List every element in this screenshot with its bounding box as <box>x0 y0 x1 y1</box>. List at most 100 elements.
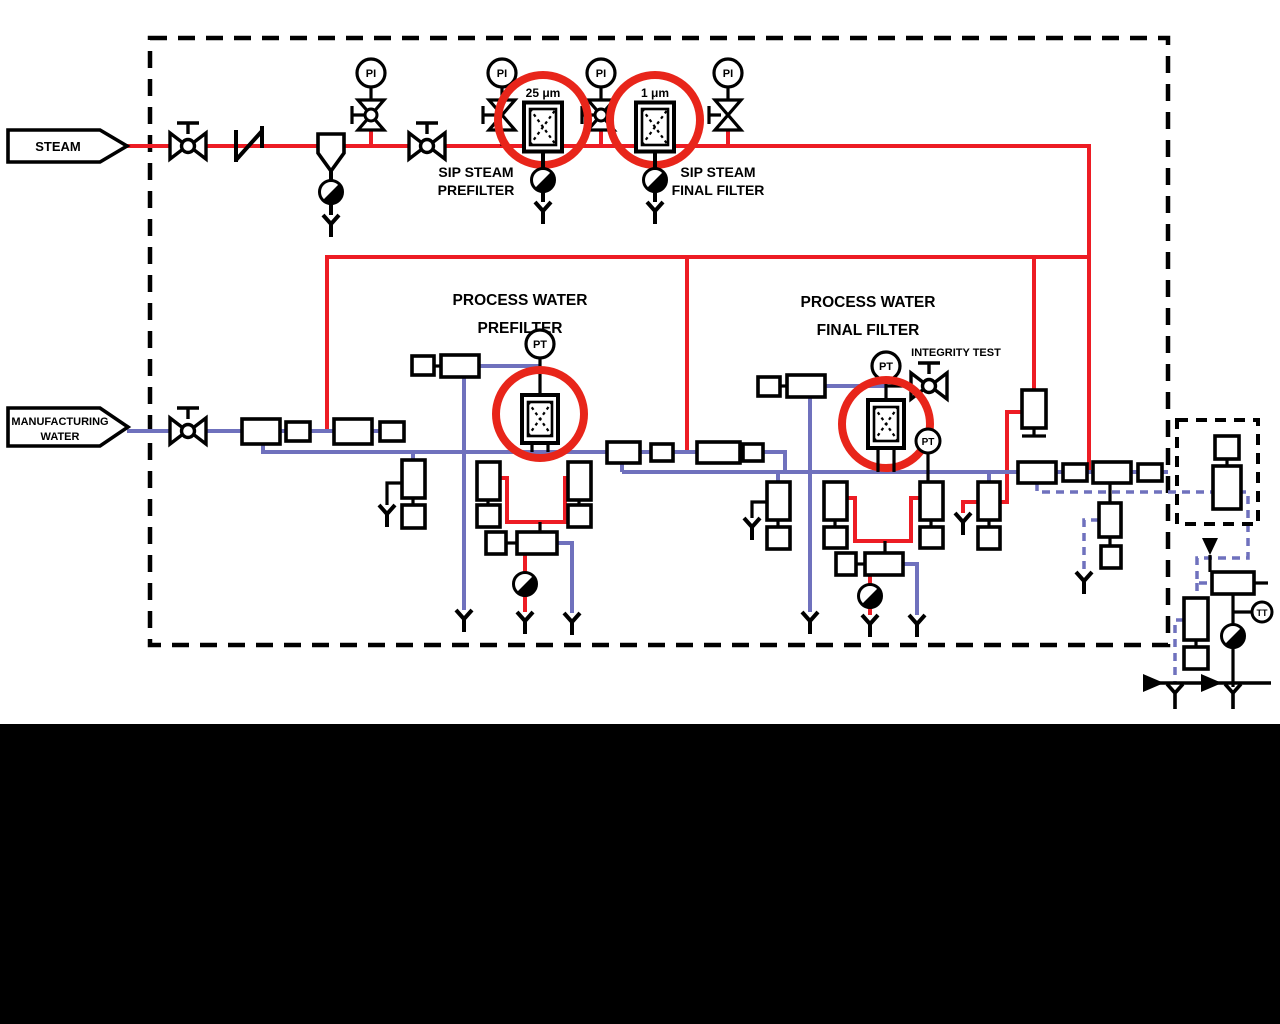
steam-piping <box>127 131 1091 615</box>
water-source: MANUFACTURING WATER <box>6 406 132 448</box>
steam-source-label: STEAM <box>35 139 81 154</box>
valve-block <box>1016 460 1058 485</box>
valve-block <box>741 442 765 463</box>
pt-tag: PT <box>922 437 935 448</box>
valve-block <box>284 420 312 443</box>
use-point-dashed-box <box>1175 418 1260 526</box>
filter-label-line1: PROCESS WATER <box>453 292 588 309</box>
vessel-block <box>1020 388 1048 430</box>
valve-block <box>1099 544 1123 570</box>
process-water-final-filter: PROCESS WATER FINAL FILTER INTEGRITY TES… <box>742 294 1001 639</box>
valve-block <box>834 551 858 577</box>
pt-tag: PT <box>533 339 547 351</box>
highlight-circle <box>838 376 934 472</box>
valve-block <box>1097 501 1123 539</box>
valve-block <box>515 530 559 556</box>
filter-rating: 1 μm <box>641 86 669 100</box>
valve-block <box>1182 596 1210 642</box>
valve-block <box>649 442 675 463</box>
pi-tag: PI <box>366 68 376 80</box>
steam-block-ball-valve <box>407 121 447 161</box>
filter-label-line1: SIP STEAM <box>680 164 755 180</box>
valve-block <box>400 503 427 530</box>
valve-block <box>605 440 642 465</box>
valve-block <box>918 525 945 550</box>
pressure-transmitter-icon <box>914 427 942 455</box>
valve-block <box>1136 462 1164 483</box>
valve-block <box>756 375 782 398</box>
valve-block <box>410 354 436 377</box>
process-water-prefilter: PROCESS WATER PREFILTER PT <box>377 292 593 637</box>
valve-block <box>378 420 406 443</box>
water-inlet-manifold <box>240 417 406 446</box>
outlet-section: TT <box>953 388 1274 711</box>
filter-label-line2: FINAL FILTER <box>817 322 920 339</box>
valve-block <box>400 458 427 500</box>
drain-icon <box>645 200 665 226</box>
sample-piping-dashed <box>1035 483 1250 683</box>
steam-trap-icon <box>642 167 668 193</box>
filter-cartridge-icon <box>634 100 676 154</box>
filter-label-line1: SIP STEAM <box>438 164 513 180</box>
filter-housing-icon <box>866 398 906 450</box>
water-source-label-line2: WATER <box>41 431 80 443</box>
valve-block <box>484 530 508 556</box>
inter-filter-manifold <box>605 440 765 465</box>
steam-source: STEAM <box>6 128 131 164</box>
filter-cartridge-icon <box>522 100 564 154</box>
pi-assembly-4: PI <box>707 57 744 132</box>
valve-block <box>475 460 502 502</box>
drain-icon <box>742 516 762 542</box>
filter-label-line1: PROCESS WATER <box>801 294 936 311</box>
valve-block <box>566 460 593 502</box>
check-valve <box>234 126 264 162</box>
valve-block <box>822 525 849 550</box>
valve-block <box>918 480 945 522</box>
vent-triangle-icon <box>1202 538 1218 555</box>
valve-block <box>695 440 742 465</box>
drain-icon <box>562 611 582 637</box>
steam-trap-icon <box>857 583 883 609</box>
steam-separator <box>316 132 346 239</box>
valve-block <box>1210 570 1256 596</box>
valve-block <box>475 503 502 529</box>
valve-block <box>785 373 827 399</box>
drain-icon <box>1074 570 1094 596</box>
water-source-label-line1: MANUFACTURING <box>11 416 108 428</box>
steam-inlet-ball-valve <box>168 121 208 161</box>
tt-tag: TT <box>1257 608 1268 618</box>
valve-block <box>566 503 593 529</box>
steam-trap-icon <box>512 571 538 597</box>
drain-icon <box>800 610 820 636</box>
water-inlet-ball-valve <box>168 406 208 446</box>
pi-tag: PI <box>723 68 733 80</box>
pi-assembly-1: PI <box>350 57 387 132</box>
integrity-test-label: INTEGRITY TEST <box>911 347 1001 359</box>
filter-housing-icon <box>520 393 560 445</box>
steam-trap-icon <box>1220 623 1246 649</box>
floor-drain-icon <box>1199 672 1273 711</box>
valve-block <box>765 525 792 551</box>
pi-tag: PI <box>596 68 606 80</box>
drain-icon <box>321 213 341 239</box>
filter-label-line2: PREFILTER <box>438 182 515 198</box>
drain-icon <box>377 503 397 529</box>
highlight-circle <box>492 366 588 462</box>
pt-tag: PT <box>879 361 893 373</box>
valve-block <box>1182 645 1210 671</box>
valve-block <box>1061 462 1089 483</box>
temperature-transmitter-icon <box>1250 600 1274 624</box>
filter-rating: 25 μm <box>526 86 561 100</box>
drain-icon <box>515 610 535 636</box>
valve-block <box>863 551 905 577</box>
valve-block <box>765 480 792 522</box>
valve-block <box>1211 464 1243 511</box>
drain-icon <box>953 511 973 537</box>
valve-block <box>976 525 1002 551</box>
steam-trap-icon <box>318 179 344 205</box>
system-boundary-dashed-box <box>147 35 1171 648</box>
drain-icon <box>454 608 474 634</box>
drain-icon <box>533 200 553 226</box>
drain-icon <box>907 613 927 639</box>
